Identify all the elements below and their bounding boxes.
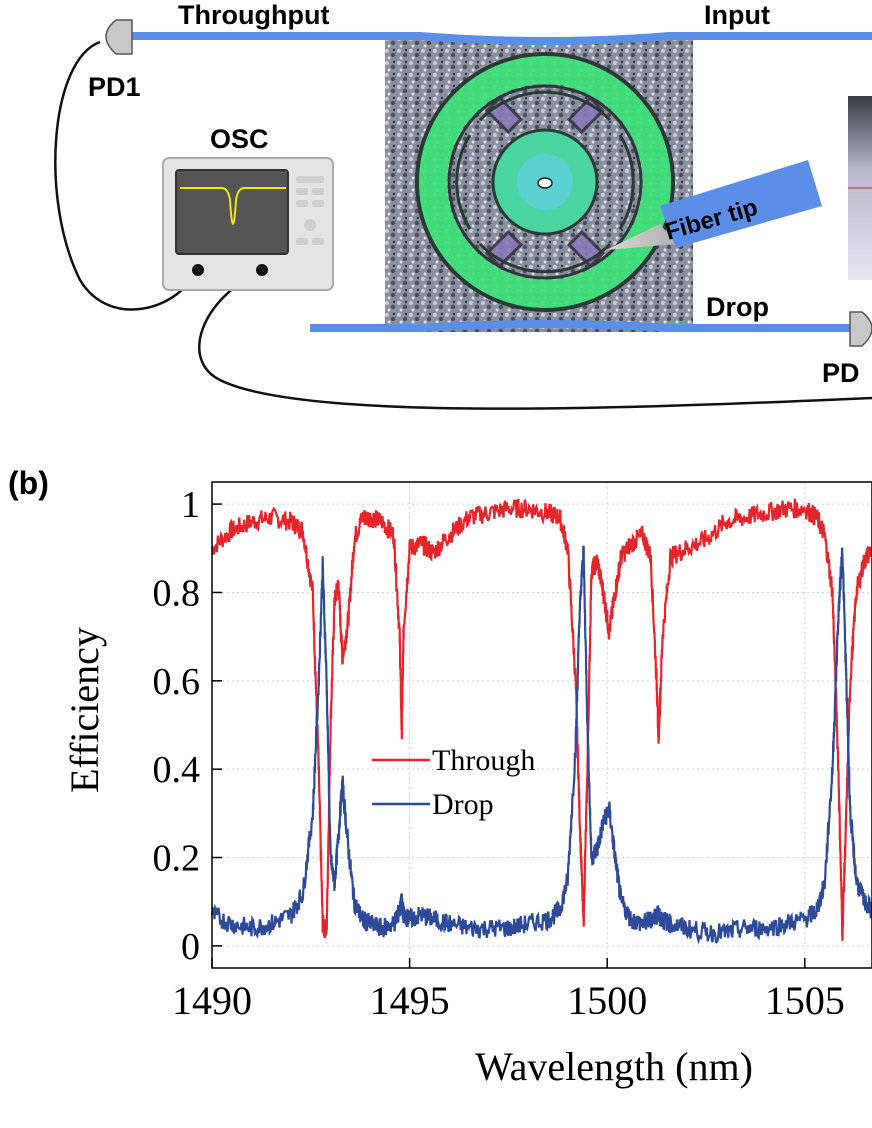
- pd2-label: PD: [822, 358, 860, 388]
- y-tick-label: 0.6: [153, 661, 201, 703]
- series-line-drop: [210, 545, 872, 945]
- y-tick-label: 0.2: [153, 838, 201, 880]
- x-tick-label: 1505: [765, 978, 845, 1023]
- x-axis-label: Wavelength (nm): [475, 1044, 753, 1089]
- oscilloscope-icon: [162, 157, 334, 291]
- panel-b-label: (b): [8, 465, 49, 501]
- microring-resonator: [415, 52, 675, 312]
- y-axis-label: Efficiency: [62, 627, 107, 793]
- series-line-through: [210, 498, 872, 941]
- y-tick-label: 0.8: [153, 572, 201, 614]
- setup-schematic: Fiber tip Throughput Input PD1 OSC Drop …: [54, 0, 872, 410]
- chart-series: [210, 498, 872, 945]
- top-waveguide: [130, 32, 872, 45]
- efficiency-chart: 1490 1495 1500 1505 0 0.2 0.4 0.6 0.8 1 Waveleng…: [62, 481, 872, 1089]
- legend-label-drop: Drop: [432, 788, 494, 821]
- x-tick-label: 1490: [172, 978, 252, 1023]
- pd2-cable: [198, 268, 872, 410]
- bottom-waveguide: [310, 320, 850, 332]
- plot-frame: [211, 481, 872, 969]
- y-tick-label: 0.4: [153, 749, 201, 791]
- x-axis-ticks: 1490 1495 1500 1505: [172, 958, 845, 1023]
- y-tick-label: 1: [181, 484, 200, 526]
- pd1-detector-icon: [105, 19, 133, 55]
- pd1-label: PD1: [88, 72, 141, 102]
- chart-grid: [211, 482, 872, 968]
- x-tick-label: 1500: [567, 978, 647, 1023]
- drop-label: Drop: [706, 292, 769, 322]
- x-tick-label: 1495: [370, 978, 450, 1023]
- input-label: Input: [704, 0, 770, 30]
- spoke-structures: [484, 95, 606, 269]
- osc-label: OSC: [210, 124, 269, 154]
- ring-segments: [455, 90, 635, 274]
- pd2-detector-icon: [849, 311, 872, 347]
- legend-label-through: Through: [432, 744, 535, 777]
- pd1-cable: [54, 40, 200, 311]
- y-axis-ticks: 0 0.2 0.4 0.6 0.8 1: [153, 484, 222, 968]
- y-tick-label: 0: [181, 926, 200, 968]
- throughput-label: Throughput: [178, 0, 329, 30]
- disk-center: [537, 177, 553, 189]
- oscilloscope-trace: [180, 187, 286, 225]
